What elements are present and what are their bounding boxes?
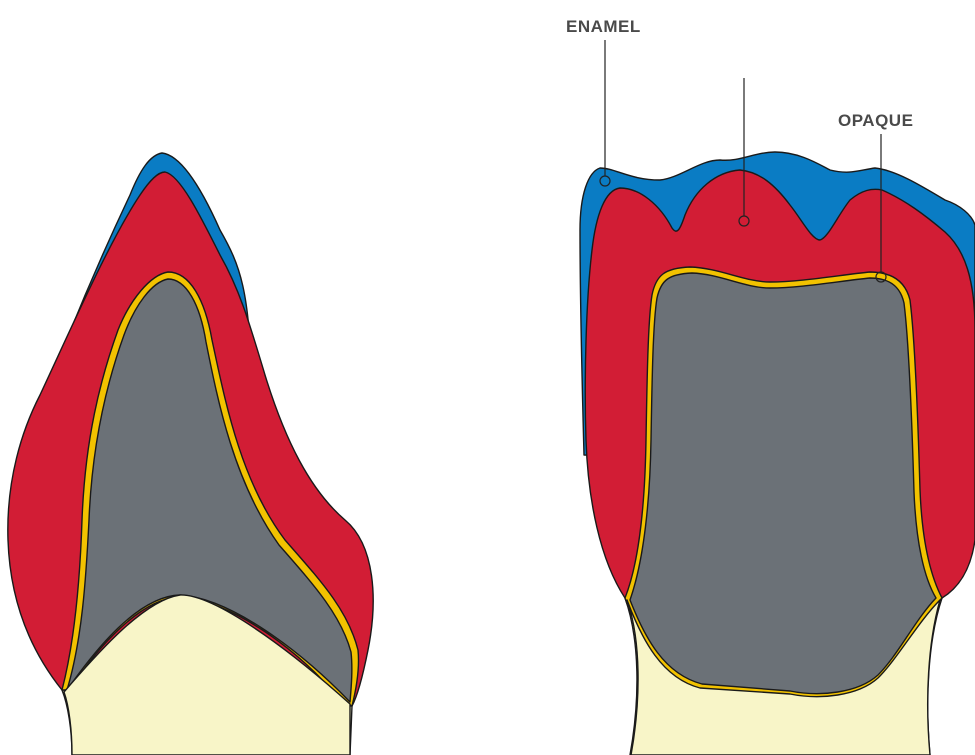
label-enamel-group: ENAMEL: [566, 17, 641, 186]
label-opaque: OPAQUE: [838, 111, 913, 130]
label-enamel: ENAMEL: [566, 17, 641, 36]
side-view-crown: [8, 153, 373, 755]
front-view-crown: [580, 152, 975, 755]
front-view-core: [630, 273, 936, 694]
